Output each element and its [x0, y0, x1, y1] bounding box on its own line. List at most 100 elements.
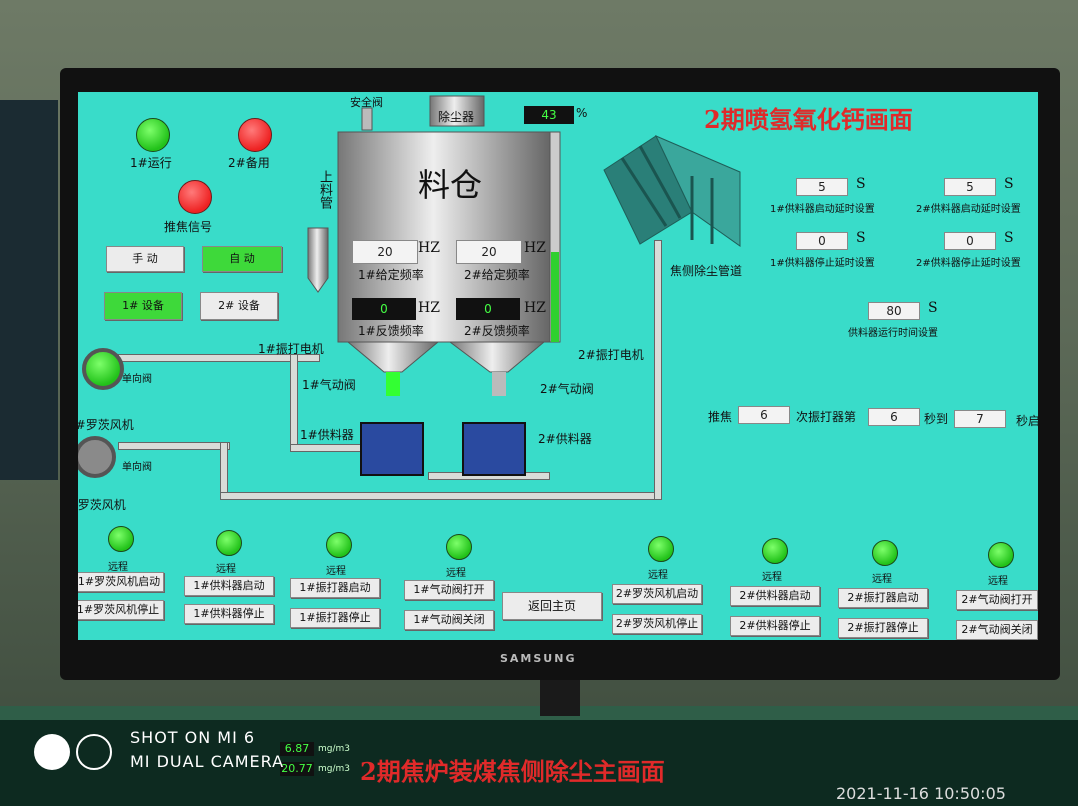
- valve1-remote-label: 远程: [446, 568, 466, 579]
- feeder1: [360, 422, 424, 476]
- feeder2: [462, 422, 526, 476]
- feeder1-start-delay-label: 1#供料器启动延时设置: [770, 204, 875, 215]
- check-valve1-label: 单向阀: [122, 374, 152, 385]
- fan2-standby-lamp: [238, 118, 272, 152]
- watermark-line1: SHOT ON MI 6: [130, 728, 256, 747]
- watermark-dot-icon: [34, 734, 70, 770]
- feeder2-remote-lamp: [762, 538, 788, 564]
- feedback-freq2-label: 2#反馈频率: [464, 324, 530, 338]
- push-signal-lamp: [178, 180, 212, 214]
- roots-fan2-label: 2#罗茨风机: [78, 498, 126, 512]
- feedback-freq1-unit: HZ: [418, 300, 440, 316]
- fan2-remote-lamp: [648, 536, 674, 562]
- pipe-main: [220, 492, 662, 500]
- valve1-open-button[interactable]: 1#气动阀打开: [404, 580, 494, 600]
- push-prefix: 推焦: [708, 410, 733, 424]
- vibrator1-remote-label: 远程: [326, 566, 346, 577]
- valve1-remote-lamp: [446, 534, 472, 560]
- device1-button[interactable]: 1# 设备: [104, 292, 182, 320]
- feedback-freq1-label: 1#反馈频率: [358, 324, 424, 338]
- feeder1-stop-button[interactable]: 1#供料器停止: [184, 604, 274, 624]
- push-from-field[interactable]: 6: [868, 408, 920, 426]
- lower-unit1: mg/m3: [318, 744, 351, 754]
- fan1-start-button[interactable]: 1#罗茨风机启动: [78, 572, 164, 592]
- safety-valve-label: 安全阀: [350, 96, 383, 109]
- push-to-label: 秒到: [924, 412, 949, 426]
- feeder2-start-button[interactable]: 2#供料器启动: [730, 586, 820, 606]
- valve2-label: 2#气动阀: [540, 382, 594, 396]
- vibrator1-remote-lamp: [326, 532, 352, 558]
- level-bar-fill: [551, 252, 559, 342]
- silo-diagram: [307, 95, 561, 396]
- monitor-brand: SAMSUNG: [500, 652, 577, 665]
- fan1-stop-button[interactable]: 1#罗茨风机停止: [78, 600, 164, 620]
- hmi-screen: 2期喷氢氧化钙画面 1#运行 2#备用 推焦信号 手 动 自 动 1# 设备 2…: [78, 92, 1038, 640]
- set-freq2-label: 2#给定频率: [464, 268, 530, 282]
- set-freq2-field[interactable]: 20: [456, 240, 522, 264]
- watermark-line2: MI DUAL CAMERA: [130, 752, 285, 771]
- feeder2-start-delay-field[interactable]: 5: [944, 178, 996, 196]
- fan1-run-lamp: [136, 118, 170, 152]
- lower-screen-timestamp: 2021-11-16 10:50:05: [836, 784, 1006, 803]
- lower-unit2: mg/m3: [318, 764, 351, 774]
- feedback-freq2-readout: 0: [456, 298, 520, 320]
- page-title: 2期喷氢氧化钙画面: [704, 105, 913, 134]
- feeder2-stop-delay-label: 2#供料器停止延时设置: [916, 258, 1021, 269]
- vibrator2-remote-label: 远程: [872, 574, 892, 585]
- feeder1-label: 1#供料器: [300, 428, 354, 442]
- watermark-ring-icon: [76, 734, 112, 770]
- vibrator1-label: 1#振打电机: [258, 342, 324, 356]
- home-button[interactable]: 返回主页: [502, 592, 602, 620]
- feeder1-start-button[interactable]: 1#供料器启动: [184, 576, 274, 596]
- feeder-run-time-field[interactable]: 80: [868, 302, 920, 320]
- push-mid-label: 次振打器第: [796, 410, 857, 424]
- fan1-remote-label: 远程: [108, 562, 128, 573]
- feeder-run-time-label: 供料器运行时间设置: [848, 328, 938, 339]
- set-freq2-unit: HZ: [524, 240, 546, 256]
- feeder2-start-delay-unit: S: [1004, 176, 1014, 192]
- fan1-remote-lamp: [108, 526, 134, 552]
- set-freq1-field[interactable]: 20: [352, 240, 418, 264]
- fan2-stop-button[interactable]: 2#罗茨风机停止: [612, 614, 702, 634]
- device2-button[interactable]: 2# 设备: [200, 292, 278, 320]
- push-count-field[interactable]: 6: [738, 406, 790, 424]
- feeder1-start-delay-field[interactable]: 5: [796, 178, 848, 196]
- fan2-start-button[interactable]: 2#罗茨风机启动: [612, 584, 702, 604]
- push-signal-label: 推焦信号: [164, 220, 213, 234]
- push-to-field[interactable]: 7: [954, 410, 1006, 428]
- lower-monitor-strip: [0, 706, 1078, 720]
- valve2-remote-label: 远程: [988, 576, 1008, 587]
- vibrator1-stop-button[interactable]: 1#振打器停止: [290, 608, 380, 628]
- vibrator2-start-button[interactable]: 2#振打器启动: [838, 588, 928, 608]
- dust-collector-label: 除尘器: [438, 110, 475, 124]
- level-unit: %: [576, 106, 588, 120]
- silo-title: 料仓: [418, 166, 483, 204]
- left-side-monitor: [0, 100, 58, 480]
- roots-fan1: [82, 348, 124, 390]
- set-freq1-unit: HZ: [418, 240, 440, 256]
- valve2-open-button[interactable]: 2#气动阀打开: [956, 590, 1038, 610]
- fan2-remote-label: 远程: [648, 570, 668, 581]
- feeder1-stop-delay-field[interactable]: 0: [796, 232, 848, 250]
- vibrator1-start-button[interactable]: 1#振打器启动: [290, 578, 380, 598]
- feeder1-stop-delay-label: 1#供料器停止延时设置: [770, 258, 875, 269]
- lower-value1: 6.87: [280, 742, 314, 756]
- vibrator2-stop-button[interactable]: 2#振打器停止: [838, 618, 928, 638]
- feedback-freq1-readout: 0: [352, 298, 416, 320]
- roots-fan2: [78, 436, 116, 478]
- feeder2-stop-delay-field[interactable]: 0: [944, 232, 996, 250]
- valve1-close-button[interactable]: 1#气动阀关闭: [404, 610, 494, 630]
- feeder-run-time-unit: S: [928, 300, 938, 316]
- feeder2-stop-button[interactable]: 2#供料器停止: [730, 616, 820, 636]
- feeder1-remote-label: 远程: [216, 564, 236, 575]
- valve2-close-button[interactable]: 2#气动阀关闭: [956, 620, 1038, 640]
- pipe-fan1-feeder: [290, 444, 362, 452]
- monitor-stand: [540, 680, 580, 716]
- manual-button[interactable]: 手 动: [106, 246, 184, 272]
- push-suffix: 秒启动: [1016, 414, 1038, 428]
- auto-button[interactable]: 自 动: [202, 246, 282, 272]
- pipe-fan1-down: [290, 354, 298, 452]
- set-freq1-label: 1#给定频率: [358, 268, 424, 282]
- lower-monitor: [0, 706, 1078, 806]
- feedback-freq2-unit: HZ: [524, 300, 546, 316]
